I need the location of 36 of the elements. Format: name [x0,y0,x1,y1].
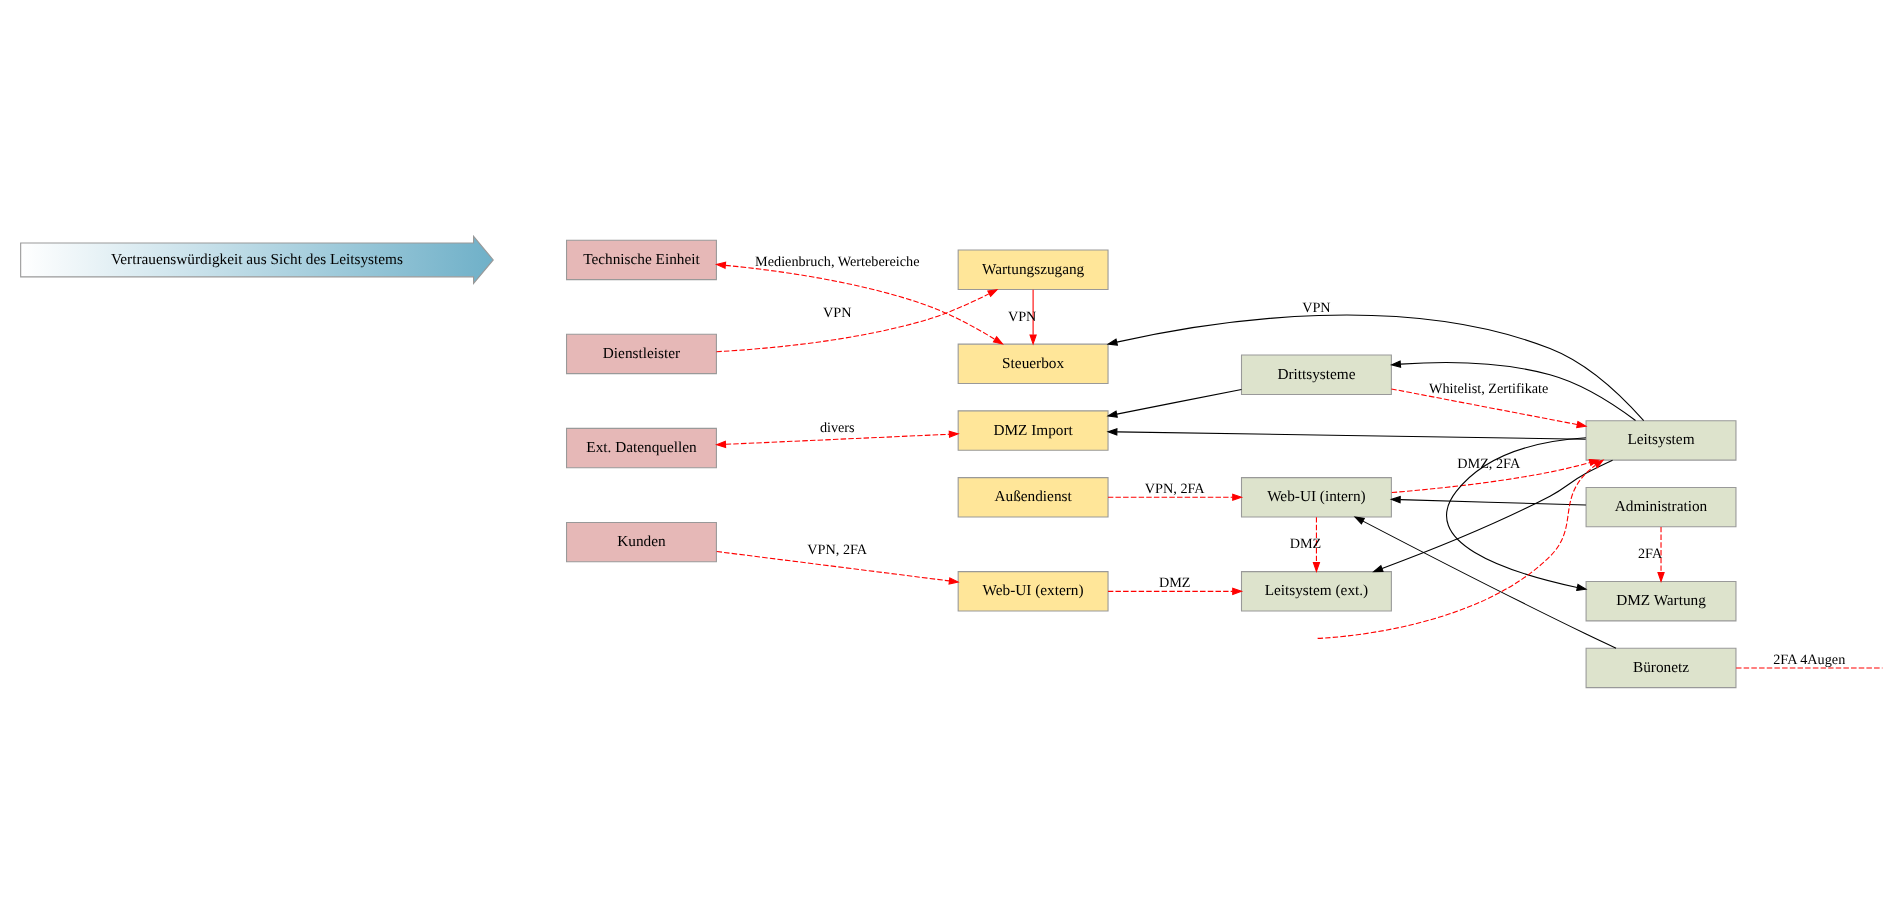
arrow [1446,436,1588,591]
node-box: Außendienst [957,476,1109,517]
arrow [1107,586,1244,595]
arrow [714,260,1004,344]
node-box: Technische Einheit [566,238,717,280]
node-box: Steuerbox [957,342,1109,384]
arrow [1312,515,1321,573]
node-box: DMZ Wartung [1585,579,1737,621]
arrow [1106,313,1645,421]
node-box: Kunden [566,520,717,562]
arrow [1106,427,1587,439]
arrow [1353,515,1617,648]
arrow [1389,494,1587,505]
node-box: Drittsysteme [1240,353,1392,394]
node-box: Ext. Datenquellen [566,426,717,468]
node-box: Web-UI (intern) [1240,476,1392,517]
node-box: Leitsystem [1585,419,1737,460]
arrow [1372,458,1614,572]
arrow [1390,359,1637,421]
node-box: Web-UI (extern) [957,570,1109,611]
arrow [716,549,960,584]
arrow [1317,457,1605,638]
node-box: Leitsystem (ext.) [1240,570,1392,611]
arrow [1657,525,1665,582]
arrow [1391,457,1605,493]
arrow [1107,492,1244,501]
node-box: DMZ Import [957,409,1109,450]
node-box: Dienstleister [566,332,717,374]
node-box: Administration [1585,485,1737,527]
arrow [1106,387,1243,417]
arrow [715,287,999,352]
arrow [715,429,960,448]
node-box: Büronetz [1585,646,1737,688]
node-box: Wartungszugang [957,248,1109,289]
arrow [1029,288,1037,345]
arrow [1390,387,1588,428]
